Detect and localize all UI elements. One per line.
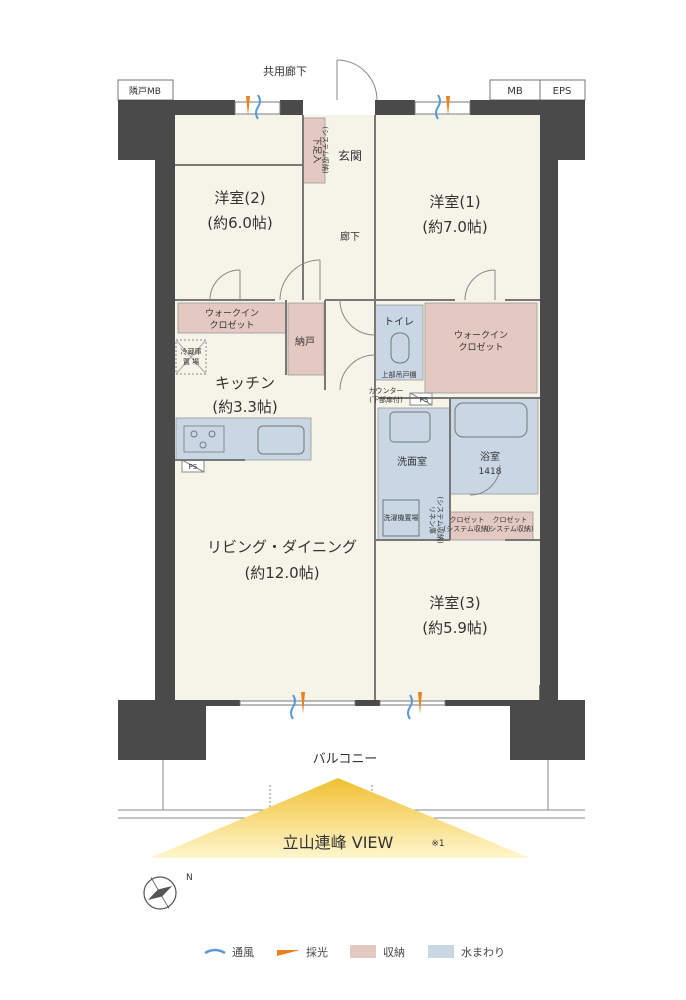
counter-note: (下部扉付) [369,395,403,404]
closet-a-note: (システム収納) [443,524,491,533]
walkin-2-label: ウォークイン [205,308,259,319]
entrance-label: 玄関 [338,148,362,163]
western-room-1-name: 洋室(1) [429,193,480,211]
interior-walls [175,115,541,705]
walkin-1-label: ウォークイン [454,330,508,341]
compass-icon [143,876,177,910]
counter-label: カウンター [369,386,404,395]
upper-shelf-label: 上部吊戸棚 [382,370,417,379]
eps-label: EPS [553,86,572,97]
legend-storage: 収納 [383,946,405,959]
ps-kitchen: PS [189,463,198,471]
fridge-label: 冷蔵庫 [181,347,202,356]
hallway-label: 廊下 [340,230,360,243]
kitchen-name: キッチン [215,374,275,392]
walkin-2-closet: クロゼット [209,319,254,331]
view-cone [150,778,530,858]
storage-label: 納戸 [295,335,315,348]
bathroom-size: 1418 [479,467,502,477]
western-room-3-name: 洋室(3) [429,594,480,612]
legend-swatch-water [428,945,454,958]
shoe-box-note: (システム収納) [321,126,330,174]
linen-note: (システム収納) [436,496,445,544]
closet-b-note: (システム収納) [486,524,534,533]
legend-light: 採光 [306,945,328,959]
legend-swatch-ventilation [204,948,226,955]
corridor-label: 共用廊下 [263,64,307,78]
living-dining-name: リビング・ダイニング [207,538,357,556]
kitchen-counter [175,417,312,461]
fridge-label-2: 置 場 [183,357,199,366]
closet-b-label: クロゼット [493,515,528,524]
western-room-2-name: 洋室(2) [214,189,265,207]
closet-a-label: クロゼット [450,515,485,524]
storage-room [287,302,325,376]
western-room-3-area: (約5.9帖) [422,619,488,637]
legend-ventilation: 通風 [232,946,254,959]
ps-toilet: PS [420,396,429,404]
western-room-2-area: (約6.0帖) [207,214,273,232]
light-marks [246,96,450,714]
kitchen-area: (約3.3帖) [212,398,278,416]
legend-swatch-light [277,950,300,956]
neighbor-mb-label: 隣戸MB [129,85,161,97]
linen-label: リネン庫 [428,506,437,534]
ventilation-marks [255,94,441,720]
closets-3 [444,511,534,541]
western-room-1-area: (約7.0帖) [422,218,488,236]
washroom-label: 洗面室 [397,455,427,468]
living-dining-area: (約12.0帖) [244,564,319,582]
bathroom-label: 浴室 [480,450,500,463]
balcony-label: バルコニー [313,752,378,767]
toilet-label: トイレ [384,317,414,328]
bathroom [449,397,539,495]
walkin-1-closet: クロゼット [458,341,503,353]
mb-label: MB [507,86,523,97]
walkin-closet-1 [424,302,538,394]
shoe-box-label: 下足入 [311,136,322,163]
doors [209,59,501,496]
exterior-walls [118,100,585,760]
compass-north-label: N [186,873,193,883]
legend-swatch-storage [350,945,376,958]
view-note: ※1 [431,839,444,849]
view-title: 立山連峰 VIEW [283,833,394,852]
laundry-label: 洗濯機置場 [384,513,419,522]
legend-water: 水まわり [461,946,505,959]
